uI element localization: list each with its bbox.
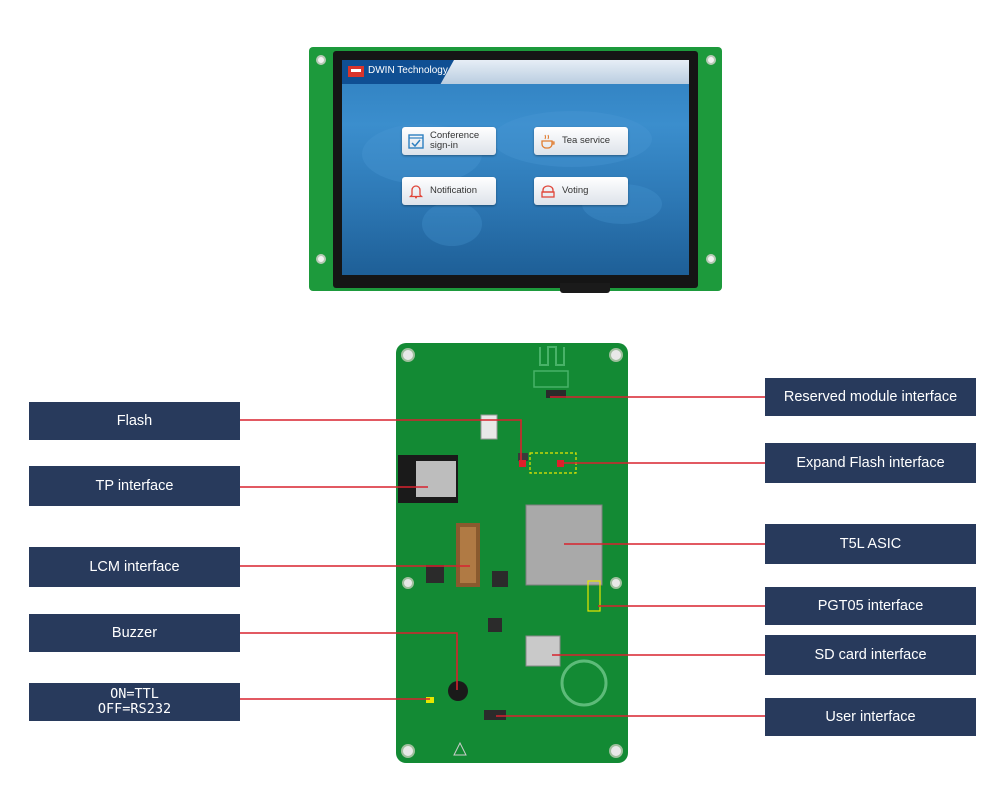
bell-icon xyxy=(408,185,424,199)
button-label: Tea service xyxy=(562,135,611,146)
button-label: Voting xyxy=(562,185,589,196)
button-label: Notification xyxy=(430,185,477,196)
callout-buzzer: Buzzer xyxy=(29,614,240,652)
mount-hole xyxy=(316,55,326,65)
voting-button[interactable]: Voting xyxy=(534,177,628,205)
rs232-line: OFF=RS232 xyxy=(97,701,172,717)
callout-tp-interface: TP interface xyxy=(29,466,240,506)
notification-button[interactable]: Notification xyxy=(402,177,496,205)
lcd-screen: DWIN Technology Conference sign-in Tea s… xyxy=(342,60,689,275)
ballot-icon xyxy=(541,185,555,198)
ttl-line: ON=TTL xyxy=(110,686,159,702)
pcb-components xyxy=(398,346,623,758)
conference-signin-button[interactable]: Conference sign-in xyxy=(402,127,496,155)
callout-pgt05-interface: PGT05 interface xyxy=(765,587,976,625)
callout-flash: Flash xyxy=(29,402,240,440)
callout-lcm-interface: LCM interface xyxy=(29,547,240,587)
callout-sd-card-interface: SD card interface xyxy=(765,635,976,675)
tea-cup-icon xyxy=(541,134,555,149)
mount-hole xyxy=(316,254,326,264)
callout-t5l-asic: T5L ASIC xyxy=(765,524,976,564)
mount-hole xyxy=(706,55,716,65)
callout-user-interface: User interface xyxy=(765,698,976,736)
mount-hole xyxy=(706,254,716,264)
callout-reserved-module-interface: Reserved module interface xyxy=(765,378,976,416)
connector-tab xyxy=(560,283,610,293)
app-title: DWIN Technology xyxy=(368,65,448,76)
callout-ttl-rs232-switch: ON=TTL OFF=RS232 xyxy=(29,683,240,721)
button-label: Conference sign-in xyxy=(430,130,480,151)
tea-service-button[interactable]: Tea service xyxy=(534,127,628,155)
flash-marker xyxy=(519,460,526,467)
dwin-logo xyxy=(348,66,364,77)
callout-expand-flash-interface: Expand Flash interface xyxy=(765,443,976,483)
checkbox-calendar-icon xyxy=(408,134,424,149)
